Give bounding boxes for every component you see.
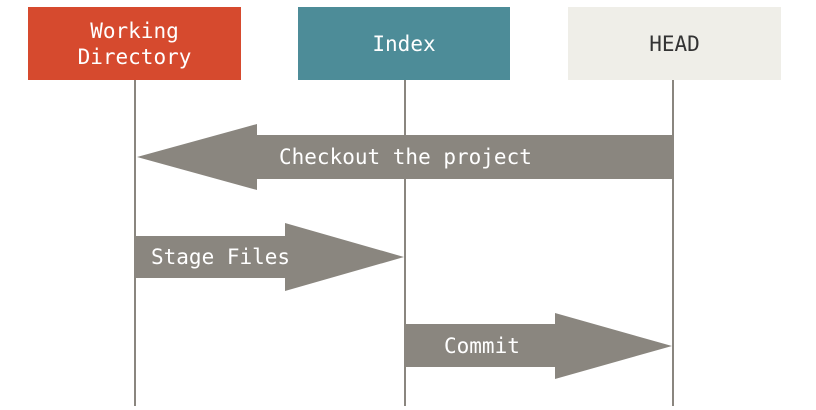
checkout-arrow (137, 124, 673, 190)
checkout-label: Checkout the project (279, 145, 532, 169)
head-lifeline (672, 80, 674, 406)
head-header: HEAD (568, 7, 781, 80)
stage-files-label: Stage Files (151, 245, 291, 269)
index-lifeline (404, 80, 406, 406)
working-directory-header: Working Directory (28, 7, 241, 80)
commit-arrow (405, 313, 672, 379)
stage-files-arrow (135, 223, 404, 291)
commit-label: Commit (444, 334, 520, 358)
index-header: Index (298, 7, 510, 80)
